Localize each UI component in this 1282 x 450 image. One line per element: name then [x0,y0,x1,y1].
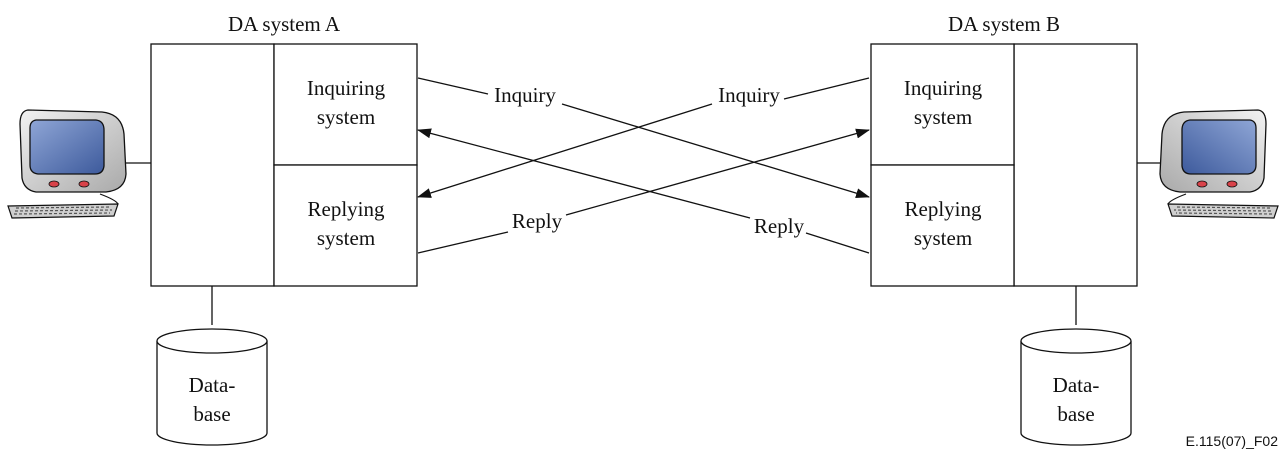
reply-b-to-a-label: Reply [754,214,805,238]
system-b-replying-label-2: system [914,226,972,250]
system-b-replying-box [870,164,1015,287]
system-a-replying-label-2: system [317,226,375,250]
reply-a-to-b-label: Reply [512,209,563,233]
inquiry-a-to-b-label: Inquiry [494,83,556,107]
system-b-replying-label-1: Replying [905,197,982,221]
database-b-label-1: Data- [1053,373,1100,397]
system-a-inquiring-label-2: system [317,105,375,129]
system-b-main-block [1013,43,1138,287]
inquiry-a-to-b-arrow [561,103,870,199]
inquiry-b-to-a-arrow [417,103,713,198]
system-a-replying-label-1: Replying [308,197,385,221]
reply-b-to-a-lead [805,232,870,254]
system-b-inquiring-box [870,43,1015,166]
reply-a-to-b-lead [417,231,509,254]
da-system-a: DA system A Inquiring system Replying sy… [126,12,418,325]
inquiry-b-to-a-lead [783,77,870,100]
computer-terminal-icon [1159,109,1279,219]
system-b-inquiring-label-2: system [914,105,972,129]
database-b-label-2: base [1057,402,1094,426]
inquiry-a-to-b-lead [417,77,489,95]
reply-a-to-b-arrow [565,128,870,216]
system-b-inquiring-label-1: Inquiring [904,76,983,100]
figure-reference: E.115(07)_F02 [1186,433,1279,449]
system-a-replying-box [273,164,418,287]
computer-terminal-icon [7,109,127,219]
database-a-label-2: base [193,402,230,426]
database-cylinder-icon: Data- base [1020,328,1132,446]
system-a-inquiring-label-1: Inquiring [307,76,386,100]
database-cylinder-icon: Data- base [156,328,268,446]
da-system-b: DA system B Inquiring system Replying sy… [870,12,1162,325]
system-a-title: DA system A [228,12,341,36]
system-b-title: DA system B [948,12,1060,36]
system-a-main-block [150,43,275,287]
reply-b-to-a-arrow [417,128,751,219]
inquiry-b-to-a-label: Inquiry [718,83,780,107]
system-a-inquiring-box [273,43,418,166]
database-a-label-1: Data- [189,373,236,397]
message-flows: Inquiry Inquiry Reply Reply [417,77,870,254]
